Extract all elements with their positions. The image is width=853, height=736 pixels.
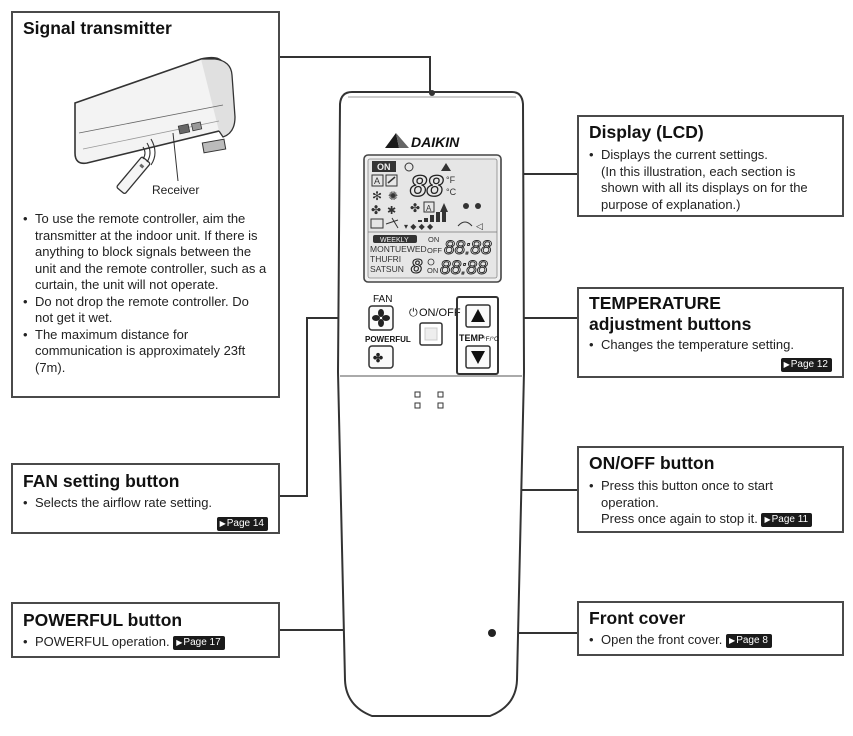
lcd-program-digit: 8 [411, 256, 423, 278]
front-page-ref[interactable]: ▶Page 8 [726, 634, 772, 648]
lcd-a-mark: A [374, 176, 380, 186]
front-cover-dot [488, 629, 496, 637]
powerful-bullet-text: POWERFUL operation. [35, 634, 170, 649]
hand-remote-icon [116, 156, 151, 195]
powerful-icon: ✤ [373, 351, 383, 365]
lcd-deg-f: °F [446, 175, 456, 185]
front-bullet: Open the front cover. ▶Page 8 [589, 632, 832, 649]
onoff-box: ON/OFF button Press this button once to … [577, 446, 844, 533]
brand-label: DAIKIN [411, 134, 460, 150]
page-arrow-icon: ▶ [219, 518, 226, 528]
svg-text:A: A [426, 204, 432, 213]
fan-bullet: Selects the airflow rate setting. [23, 495, 268, 512]
temp-unit: °F/°C [483, 335, 499, 343]
onoff-bullet-line2: Press once again to stop it. [601, 511, 758, 526]
signal-transmitter-box: Signal transmitter Receiver To use the r… [11, 11, 280, 398]
display-box: Display (LCD) Displays the current setti… [577, 115, 844, 217]
lcd-days-row1: MONTUEWED [370, 244, 427, 254]
lcd-days-row3: SATSUN [370, 264, 404, 274]
svg-text:✤: ✤ [410, 201, 420, 215]
temperature-page-label: Page 12 [790, 358, 828, 370]
front-title: Front cover [589, 608, 686, 628]
powerful-button[interactable] [368, 345, 394, 369]
page-arrow-icon: ▶ [176, 638, 183, 647]
onoff-title: ON/OFF button [589, 453, 715, 473]
fan-box: FAN setting button Selects the airflow r… [11, 463, 280, 534]
signal-title: Signal transmitter [23, 18, 172, 38]
fan-button[interactable] [368, 305, 394, 331]
lcd-time-bottom: 88:88 [440, 258, 488, 279]
svg-text:✱: ✱ [387, 205, 396, 217]
front-cover-box: Front cover Open the front cover. ▶Page … [577, 601, 844, 656]
air-conditioner-icon [74, 56, 236, 165]
temp-group-frame [456, 296, 499, 375]
signal-bullet-1: To use the remote controller, aim the tr… [23, 211, 268, 294]
onoff-page-label: Page 11 [771, 514, 809, 525]
svg-text:▾ ◆ ◆ ◆: ▾ ◆ ◆ ◆ [404, 222, 434, 231]
fan-label: FAN [373, 294, 392, 305]
lcd-on: ON [377, 162, 391, 172]
powerful-label: POWERFUL [365, 335, 411, 344]
onoff-bullet: Press this button once to start operatio… [589, 478, 832, 528]
indicator-dots [414, 391, 444, 409]
leader-signal [279, 56, 431, 92]
onoff-label: ON/OFF [419, 307, 461, 319]
svg-text:◁: ◁ [476, 221, 483, 231]
down-arrow-icon [471, 351, 485, 364]
lcd-days-row2: THUFRI [370, 254, 401, 264]
lcd-time-top: 88:88 [444, 238, 492, 259]
display-bullet-line1: Displays the current settings. [601, 147, 768, 162]
lcd-weekly: WEEKLY [380, 237, 409, 244]
lcd-on-label: ON [428, 235, 439, 244]
fan-title: FAN setting button [23, 471, 180, 491]
temperature-title-line1: TEMPERATURE [589, 293, 721, 313]
powerful-page-ref[interactable]: ▶Page 17 [173, 636, 225, 650]
page-arrow-icon: ▶ [729, 636, 736, 645]
indoor-unit-illustration: Receiver [74, 56, 236, 197]
svg-text:✺: ✺ [388, 189, 398, 203]
powerful-bullet: POWERFUL operation. ▶Page 17 [23, 634, 268, 651]
page-arrow-icon: ▶ [764, 515, 771, 524]
temp-label: TEMP [459, 333, 484, 343]
powerful-title: POWERFUL button [23, 610, 183, 630]
onoff-page-ref[interactable]: ▶Page 11 [761, 513, 813, 527]
signal-bullet-3: The maximum distance for communication i… [23, 327, 268, 377]
fan-icon [372, 309, 390, 327]
signal-bullet-2: Do not drop the remote controller. Do no… [23, 294, 268, 327]
display-bullet: Displays the current settings. (In this … [589, 147, 832, 213]
daikin-logo-icon [385, 133, 409, 148]
svg-text:✻: ✻ [372, 189, 382, 203]
powerful-page-label: Page 17 [183, 637, 221, 648]
fan-page-label: Page 14 [226, 517, 264, 529]
receiver-pointer [172, 132, 179, 182]
temperature-box: TEMPERATURE adjustment buttons Changes t… [577, 287, 844, 378]
signal-bullets: To use the remote controller, aim the tr… [23, 211, 268, 376]
lcd-off-label: OFF [427, 246, 442, 255]
temperature-title-line2: adjustment buttons [589, 314, 752, 334]
lcd-big-digits: 88 [410, 170, 444, 203]
temperature-bullet: Changes the temperature setting. [589, 337, 832, 354]
svg-text:✤: ✤ [371, 203, 381, 217]
up-arrow-icon [471, 309, 485, 322]
onoff-bullet-line1: Press this button once to start operatio… [601, 478, 773, 510]
power-icon: ⏻ [409, 307, 418, 319]
page-arrow-icon: ▶ [783, 359, 790, 369]
display-title: Display (LCD) [589, 122, 704, 142]
front-bullet-text: Open the front cover. [601, 632, 723, 647]
display-bullet-line2: (In this illustration, each section is s… [601, 163, 808, 212]
signal-waves-icon [142, 138, 156, 166]
receiver-label: Receiver [152, 183, 199, 197]
svg-text:ON: ON [427, 266, 438, 275]
lcd-deg-c: °C [446, 187, 457, 197]
fan-page-ref[interactable]: ▶Page 14 [216, 516, 268, 531]
powerful-box: POWERFUL button POWERFUL operation. ▶Pag… [11, 602, 280, 658]
temperature-page-ref[interactable]: ▶Page 12 [780, 357, 832, 372]
front-page-label: Page 8 [736, 635, 768, 646]
